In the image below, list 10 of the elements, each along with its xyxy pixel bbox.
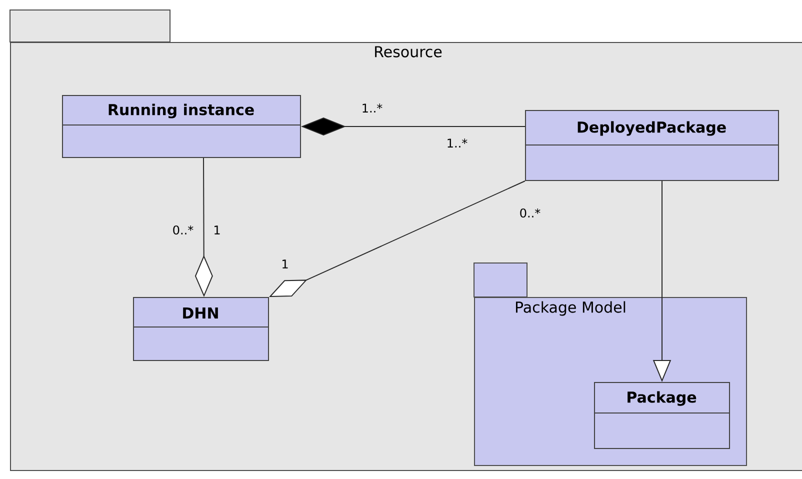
multiplicity-label: 1 [282, 260, 288, 268]
class-box: DeployedPackage [524, 110, 779, 181]
multiplicity-label: 1 [214, 226, 220, 234]
multiplicity-label: 1..* [448, 138, 468, 148]
multiplicity-label: 1..* [362, 104, 382, 112]
class-box: DHN [132, 297, 269, 361]
class-box: Package [594, 382, 730, 449]
multiplicity-label: 0..* [520, 208, 540, 218]
class-box: Running instance [62, 95, 301, 158]
multiplicity-label: 0..* [173, 225, 194, 235]
